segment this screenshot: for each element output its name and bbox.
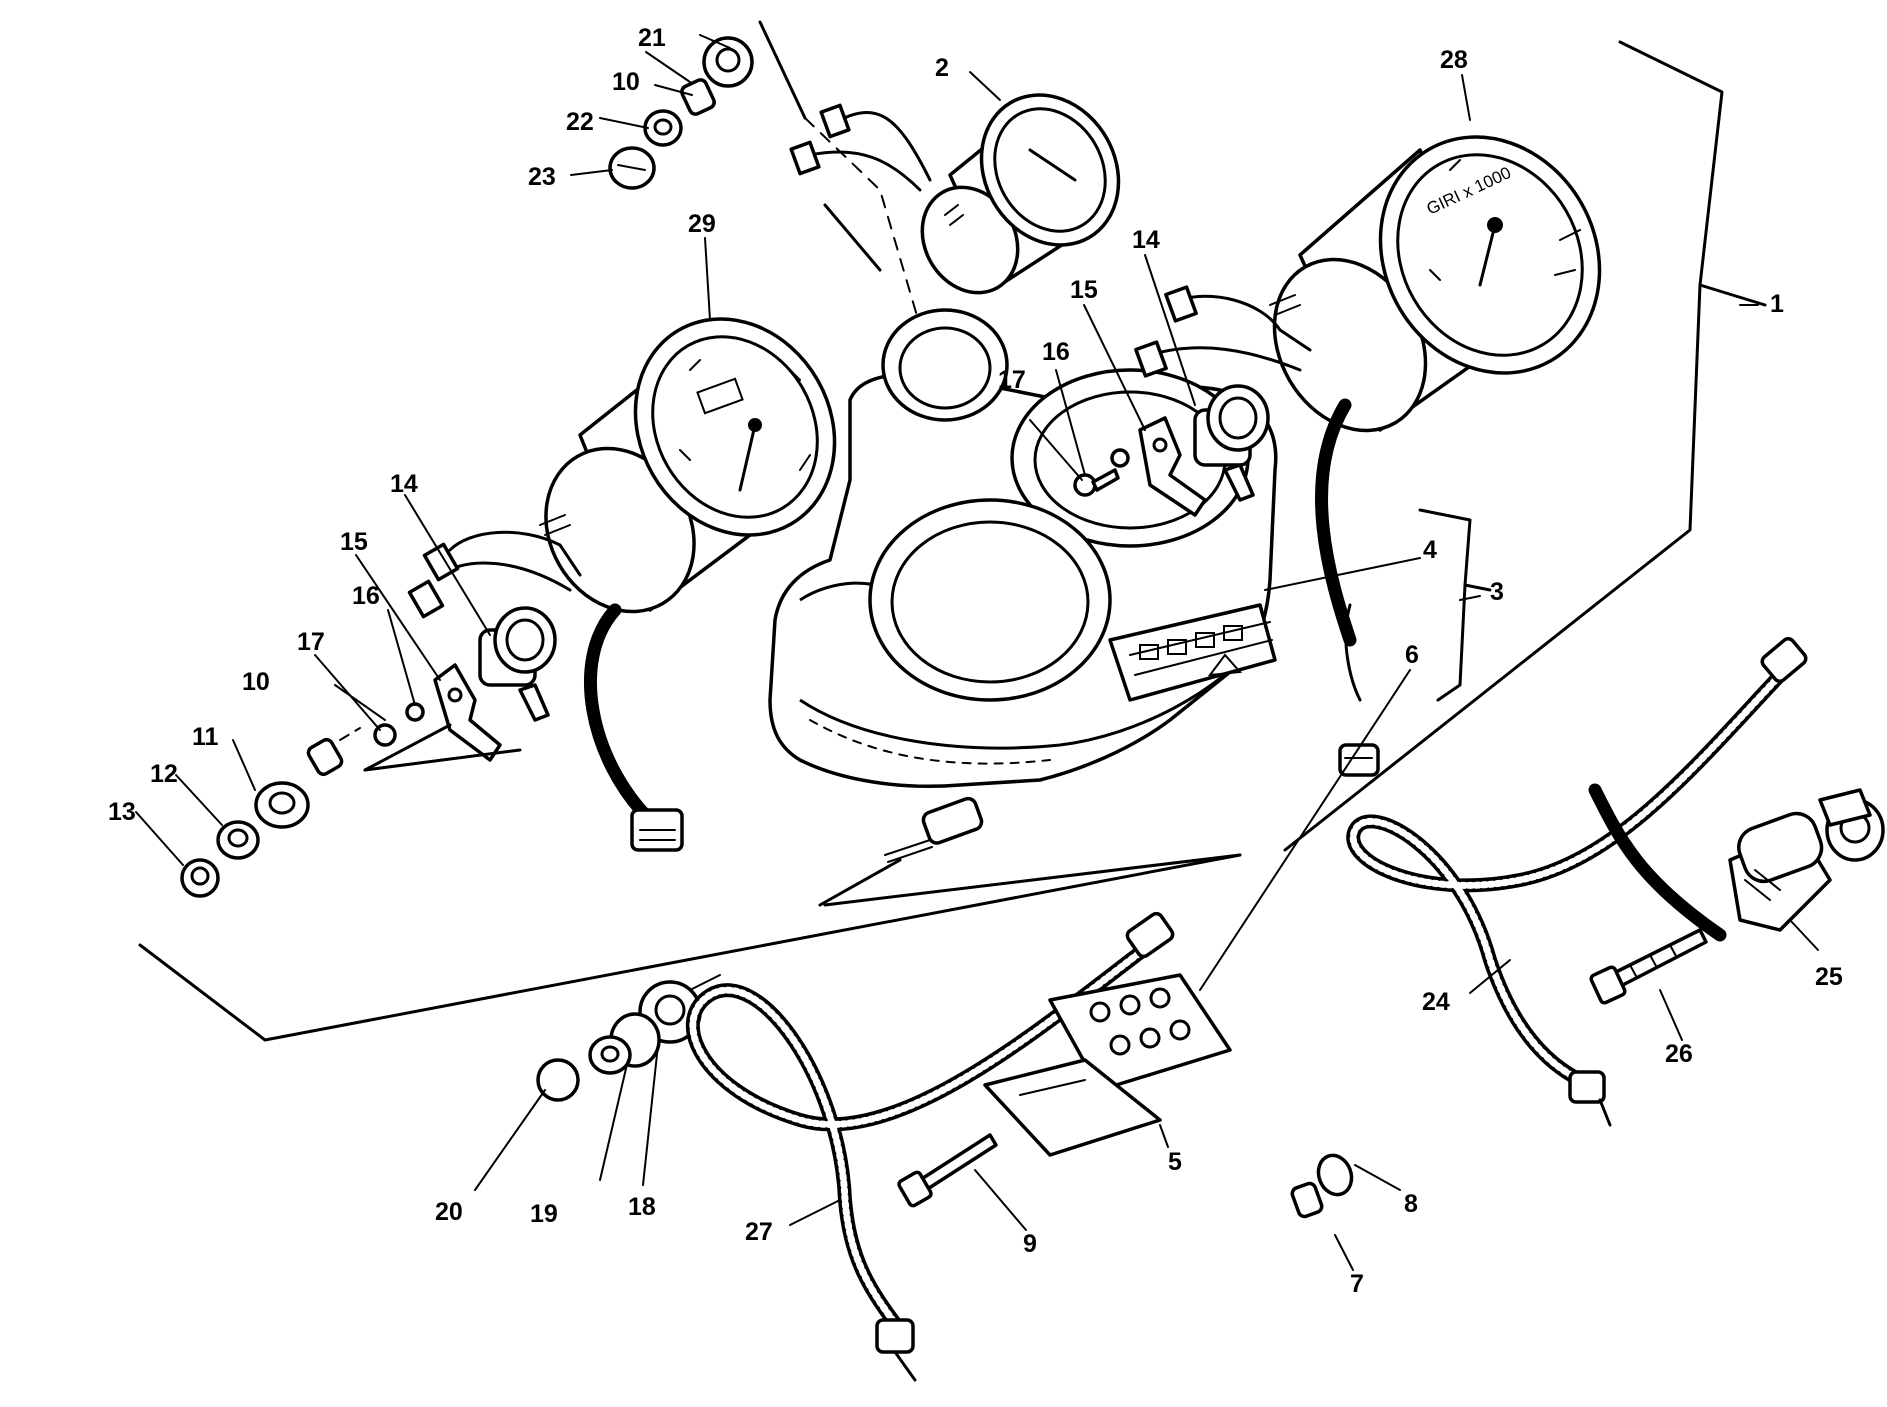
warning-light-board-cover [983,1058,1162,1157]
group-bracket-1 [1283,40,1767,852]
mounting-bracket-left [433,663,502,762]
small-gauge [920,93,1121,295]
group-bracket-top [758,20,931,361]
group-bracket-3 [1418,508,1492,702]
knob-assembly-bottom [536,974,721,1102]
callout-7: 7 [1350,1270,1364,1298]
bulb-holder-left [478,606,557,722]
tachometer-cable [1346,636,1808,1127]
bulb-holder-right [1193,384,1270,502]
callout-11: 11 [192,723,219,751]
knob-assembly-left [180,723,522,898]
callout-13: 13 [108,798,136,826]
tachometer-cable-stub [1315,398,1362,702]
speedometer-cable [686,911,1175,1382]
callout-19: 19 [530,1200,558,1228]
leader-lines [135,34,1819,1271]
callout-25: 25 [1815,963,1843,991]
callout-12: 12 [150,760,178,788]
housing-mounting-stud [818,796,984,907]
callout-23: 23 [528,163,556,191]
callout-10-left: 10 [242,668,270,696]
speedometer-cable-stub [583,603,684,852]
callout-2: 2 [935,54,949,82]
callout-6: 6 [1405,641,1419,669]
callout-16-right: 16 [1042,338,1070,366]
board-screw [897,1133,998,1208]
knob-assembly-top [608,36,754,190]
callout-16-left: 16 [352,582,380,610]
tachometer: GIRI x 1000 [1272,135,1602,433]
callout-20: 20 [435,1198,463,1226]
callout-24: 24 [1422,988,1450,1016]
warning-lights-panel [1108,603,1277,702]
speedometer [544,317,837,614]
small-gauge-wiring [789,103,932,192]
ignition-switch-bolt [1589,928,1708,1005]
mounting-bracket-right [1138,416,1207,517]
callout-21: 21 [638,24,666,52]
callout-17-left: 17 [297,628,325,656]
screw-left [373,702,425,747]
ignition-switch [1588,783,1885,942]
callout-8: 8 [1404,1190,1418,1218]
callout-28: 28 [1440,46,1468,74]
callout-15-left: 15 [340,528,368,556]
callout-14-right: 14 [1132,226,1160,254]
speedometer-wiring [407,514,582,619]
callout-17-right: 17 [998,366,1026,394]
callout-14-left: 14 [390,470,418,498]
callout-10-top: 10 [612,68,640,96]
callout-18: 18 [628,1193,656,1221]
callout-labels: 1 2 3 4 5 6 7 8 9 10 10 11 12 13 14 14 1… [108,24,1843,1298]
callout-22: 22 [566,108,594,136]
callout-29: 29 [688,210,716,238]
callout-3: 3 [1490,578,1504,606]
lamp-bulb [1290,1153,1354,1219]
callout-27: 27 [745,1218,773,1246]
callout-5: 5 [1168,1148,1182,1176]
cable-nut-right [1338,743,1380,777]
callout-1: 1 [1770,290,1784,318]
callout-9: 9 [1023,1230,1037,1258]
group-bracket-lower-left [138,853,1242,1042]
callout-26: 26 [1665,1040,1693,1068]
tachometer-wiring [1134,285,1312,378]
callout-4: 4 [1423,536,1437,564]
callout-15-right: 15 [1070,276,1098,304]
